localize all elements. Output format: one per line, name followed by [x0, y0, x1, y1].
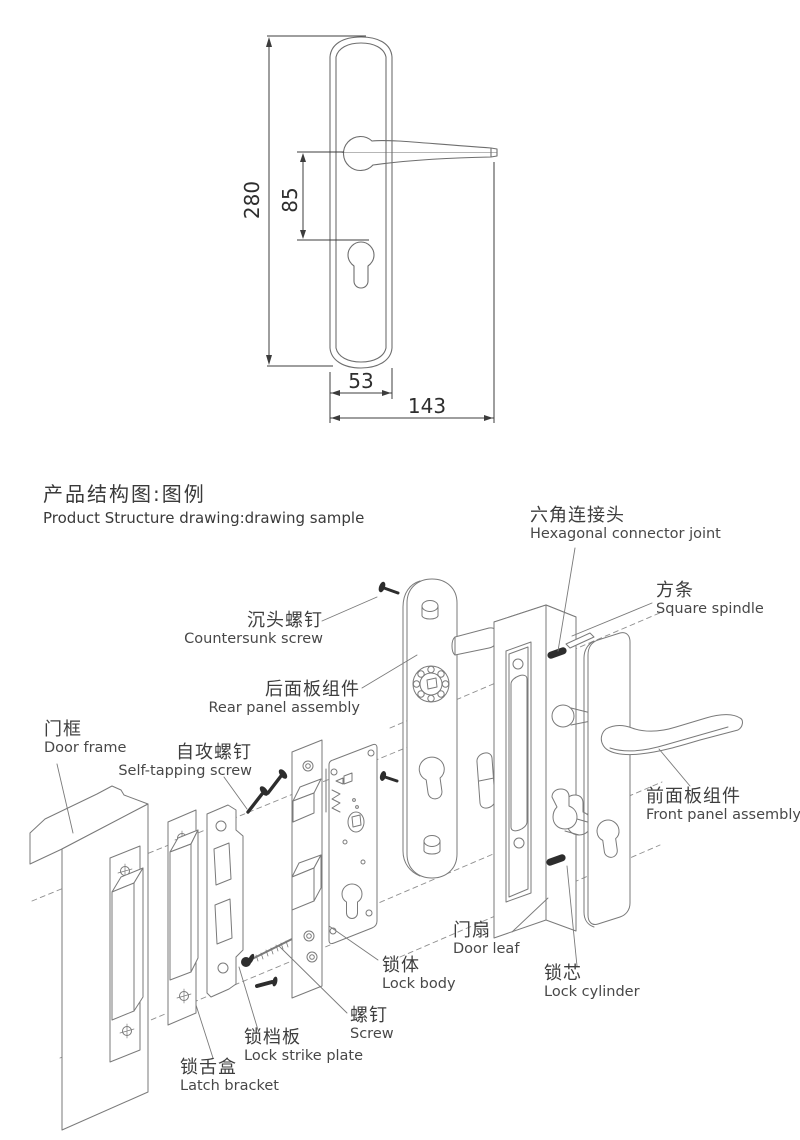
- label-zh: 后面板组件: [265, 679, 360, 700]
- dim-plate-width: 53: [348, 369, 374, 393]
- label-en: Square spindle: [656, 601, 764, 618]
- label-en: Self-tapping screw: [118, 763, 252, 780]
- dimension-lines: [266, 35, 495, 423]
- label-hexagonal-connector-joint: 六角连接头 Hexagonal connector joint: [530, 505, 721, 543]
- label-self-tapping-screw: 自攻螺钉 Self-tapping screw: [100, 742, 252, 780]
- keyhole: [347, 241, 375, 289]
- label-zh: 门框: [44, 719, 82, 740]
- label-en: Lock strike plate: [244, 1048, 364, 1065]
- label-screw: 螺钉 Screw: [350, 1005, 394, 1043]
- square-spindle-part: [565, 632, 595, 649]
- label-en: Latch bracket: [180, 1078, 279, 1095]
- plate-outline: [329, 36, 393, 369]
- label-zh: 锁舌盒: [180, 1057, 237, 1078]
- handle-hub: [342, 135, 374, 172]
- label-square-spindle: 方条 Square spindle: [656, 580, 764, 618]
- label-zh: 门扇: [453, 920, 491, 941]
- leader-lines: [56, 547, 691, 1059]
- label-en: Door leaf: [453, 941, 520, 958]
- lock-strike-plate-part: [206, 804, 244, 998]
- label-latch-bracket: 锁舌盒 Latch bracket: [180, 1057, 279, 1095]
- lock-cylinder-part: [551, 788, 592, 836]
- latch-bracket-part-b: [167, 809, 199, 1026]
- label-rear-panel-assembly: 后面板组件 Rear panel assembly: [200, 679, 361, 717]
- mounting-screws: [241, 937, 295, 988]
- dim-handle-to-keyhole: 85: [278, 187, 302, 213]
- label-lock-body: 锁体 Lock body: [382, 955, 456, 993]
- front-panel-part: [583, 632, 743, 928]
- label-countersunk-screw: 沉头螺钉 Countersunk screw: [175, 610, 323, 648]
- drawing-title-zh: 产品结构图:图例: [43, 482, 206, 506]
- drawing-title: 产品结构图:图例 Product Structure drawing:drawi…: [43, 478, 364, 527]
- countersunk-screw-part: [378, 581, 400, 595]
- label-zh: 锁体: [382, 955, 420, 976]
- dim-total-width: 143: [407, 394, 447, 418]
- label-en: Lock cylinder: [544, 984, 640, 1001]
- label-en: Screw: [350, 1026, 394, 1043]
- label-zh: 螺钉: [350, 1005, 388, 1026]
- label-zh: 前面板组件: [646, 786, 741, 807]
- rear-panel-part: [402, 578, 499, 879]
- label-en: Door frame: [44, 740, 127, 757]
- label-zh: 自攻螺钉: [176, 742, 252, 763]
- dimension-arrows: [266, 37, 493, 421]
- drawing-title-en: Product Structure drawing:drawing sample: [43, 509, 365, 527]
- label-front-panel-assembly: 前面板组件 Front panel assembly: [646, 786, 800, 824]
- label-zh: 锁档板: [244, 1027, 301, 1048]
- front-handle: [600, 714, 743, 756]
- door-leaf-part: [493, 604, 577, 939]
- label-en: Countersunk screw: [184, 631, 323, 648]
- lock-body-part: [291, 739, 378, 999]
- label-en: Hexagonal connector joint: [530, 526, 721, 543]
- label-zh: 沉头螺钉: [247, 610, 323, 631]
- label-zh: 方条: [656, 580, 694, 601]
- label-door-frame: 门框 Door frame: [44, 719, 126, 757]
- label-zh: 六角连接头: [530, 505, 625, 526]
- thumbturn-knob: [476, 752, 496, 809]
- dim-plate-height: 280: [240, 180, 264, 220]
- label-en: Front panel assembly: [646, 807, 800, 824]
- plate-rim: [335, 42, 387, 363]
- label-en: Rear panel assembly: [208, 700, 361, 717]
- exploded-view: [29, 547, 743, 1131]
- self-tapping-screws: [246, 769, 288, 814]
- machine-screw: [379, 771, 399, 783]
- label-lock-cylinder: 锁芯 Lock cylinder: [544, 963, 640, 1001]
- label-lock-strike-plate: 锁档板 Lock strike plate: [244, 1027, 363, 1065]
- label-en: Lock body: [382, 976, 456, 993]
- dimension-drawing: [329, 36, 498, 369]
- label-zh: 锁芯: [544, 963, 582, 984]
- label-door-leaf: 门扇 Door leaf: [453, 920, 519, 958]
- latch-bracket-part-a: [109, 845, 144, 1063]
- hex-connector-pills: [546, 647, 567, 866]
